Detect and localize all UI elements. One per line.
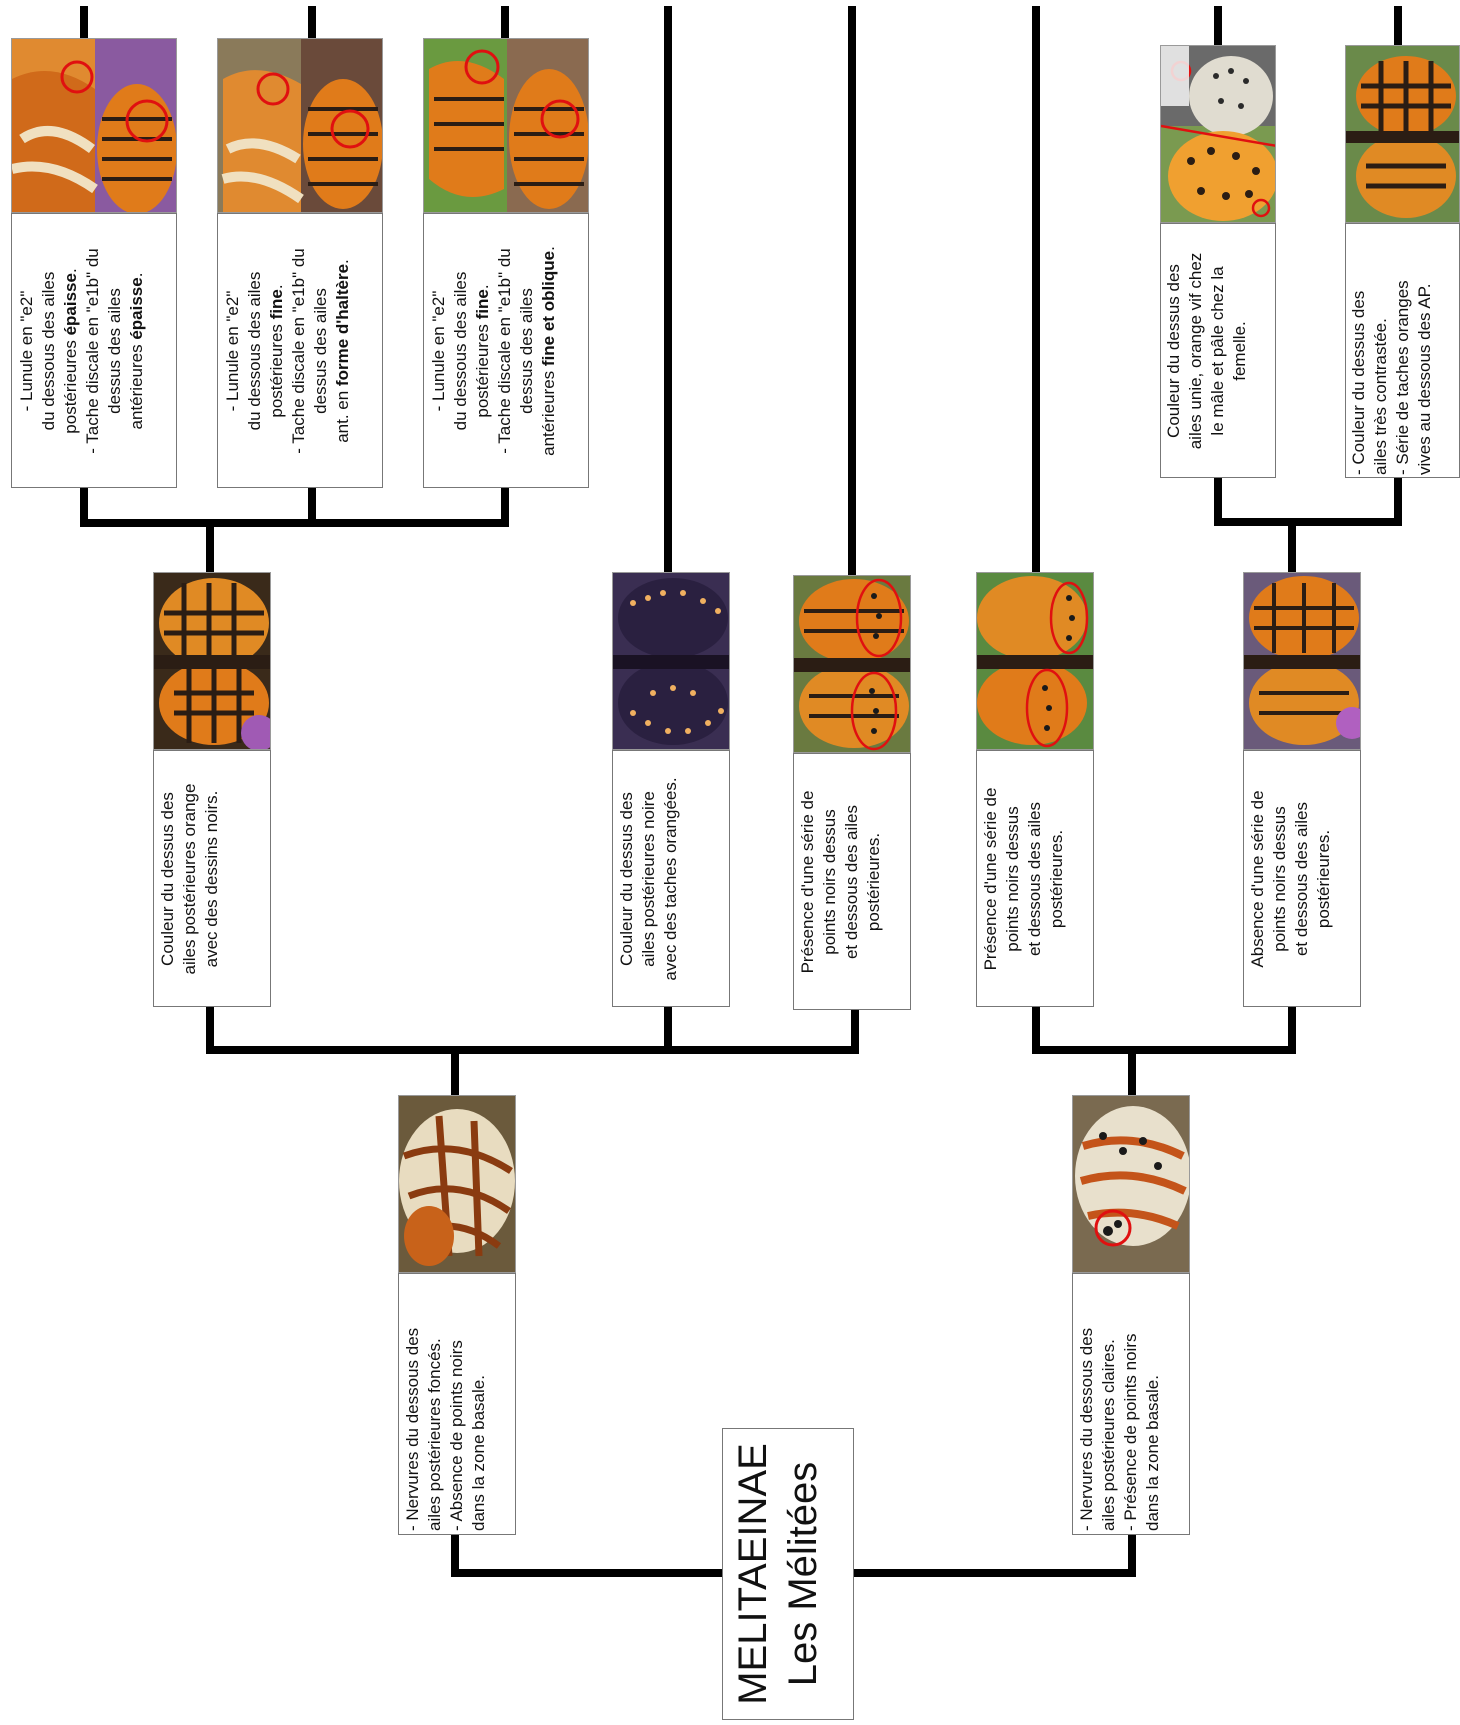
contrasted-wings-box: - Couleur du dessus des ailes très contr… bbox=[1345, 223, 1460, 478]
l3-0-line-3: - Tache discale en "e1b" du bbox=[83, 247, 102, 454]
l3-0-line-4: dessus des ailes bbox=[105, 287, 124, 414]
l3-0-line-2: postérieures épaisse. bbox=[61, 267, 80, 434]
orange-upperside-image bbox=[154, 573, 270, 749]
l3-3-line-0: Couleur du dessus des bbox=[1164, 263, 1183, 438]
lunule-fine-halter-image bbox=[218, 39, 382, 212]
spot-series-photo-2 bbox=[976, 572, 1094, 750]
l3-4-line-3: vives au dessous des AP. bbox=[1414, 282, 1434, 475]
l3-2-line-0: - Lunule en "e2" bbox=[429, 290, 448, 411]
lunule-fine-oblique-box: - Lunule en "e2" du dessous des ailes po… bbox=[423, 213, 589, 488]
male-female-box: Couleur du dessus des ailes unie, orange… bbox=[1160, 223, 1276, 478]
lunule-fine-oblique-image bbox=[424, 39, 588, 212]
lunule-fine-halter-box: - Lunule en "e2" du dessous des ailes po… bbox=[217, 213, 383, 488]
l3-2-line-4: dessus des ailes bbox=[517, 287, 536, 414]
spot-series-box: Présence d'une série de points noirs des… bbox=[793, 753, 911, 1010]
spot-series-image bbox=[794, 576, 910, 752]
dark-upperside-image bbox=[613, 573, 729, 749]
l3-2-line-3: - Tache discale en "e1b" du bbox=[495, 247, 514, 454]
l3-0-line-5: antérieures épaisse. bbox=[127, 272, 146, 429]
l3-1-line-4: dessus des ailes bbox=[311, 287, 330, 414]
l3-1-line-2: postérieures fine. bbox=[267, 283, 286, 418]
contrasted-wings-image bbox=[1346, 46, 1459, 222]
l3-1-line-5: ant. en forme d'haltère. bbox=[333, 258, 352, 443]
lunule-thick-photo bbox=[11, 38, 177, 213]
spot-series-image-2 bbox=[977, 573, 1093, 749]
butterfly-underside-photo bbox=[398, 1095, 516, 1273]
spot-series-photo bbox=[793, 575, 911, 753]
lunule-thick-image bbox=[12, 39, 176, 212]
l3-4-line-0: - Couleur du dessus des bbox=[1348, 290, 1368, 475]
no-spot-series-image bbox=[1244, 573, 1360, 749]
dark-upperside-box: Couleur du dessus des ailes postérieures… bbox=[612, 750, 730, 1007]
orange-upperside-box: Couleur du dessus des ailes postérieures… bbox=[153, 750, 271, 1007]
root-node: MELITAEINAE Les Mélitées bbox=[722, 1428, 854, 1720]
lunule-thick-box: - Lunule en "e2" du dessous des ailes po… bbox=[11, 213, 177, 488]
l3-3-line-3: femelle. bbox=[1230, 320, 1249, 381]
lunule-fine-oblique-photo bbox=[423, 38, 589, 213]
right-branch-box: - Nervures du dessous des ailes postérie… bbox=[1072, 1273, 1190, 1535]
l3-0-line-1: du dessous des ailes bbox=[39, 271, 58, 430]
root-title: MELITAEINAE bbox=[731, 1443, 775, 1705]
l3-0-line-0: - Lunule en "e2" bbox=[17, 290, 36, 411]
lunule-fine-halter-photo bbox=[217, 38, 383, 213]
l3-4-line-1: ailes très contrastée. bbox=[1370, 317, 1390, 475]
l3-3-line-2: le mâle et pâle chez la bbox=[1208, 265, 1227, 436]
root-subtitle: Les Mélitées bbox=[781, 1461, 825, 1687]
l3-1-line-1: du dessous des ailes bbox=[245, 271, 264, 430]
left-branch-box: - Nervures du dessous des ailes postérie… bbox=[398, 1273, 516, 1535]
left-branch-text: - Nervures du dessous des ailes postérie… bbox=[403, 1327, 488, 1531]
no-spot-series-photo bbox=[1243, 572, 1361, 750]
no-spot-series-box: Absence d'une série de points noirs dess… bbox=[1243, 750, 1361, 1007]
orange-upperside-photo bbox=[153, 572, 271, 750]
male-female-image bbox=[1161, 46, 1275, 222]
contrasted-wings-photo bbox=[1345, 45, 1460, 223]
butterfly-underside-circled-photo bbox=[1072, 1095, 1190, 1273]
l3-2-line-1: du dessous des ailes bbox=[451, 271, 470, 430]
l3-1-line-0: - Lunule en "e2" bbox=[223, 290, 242, 411]
butterfly-underside-image bbox=[399, 1096, 515, 1272]
spot-series-box-2: Présence d'une série de points noirs des… bbox=[976, 750, 1094, 1007]
l3-2-line-2: postérieures fine. bbox=[473, 283, 492, 418]
l3-1-line-3: - Tache discale en "e1b" du bbox=[289, 247, 308, 454]
l3-3-line-1: ailes unie, orange vif chez bbox=[1186, 252, 1205, 449]
l3-2-line-5: antérieures fine et oblique. bbox=[539, 245, 558, 456]
butterfly-underside-circled-image bbox=[1073, 1096, 1189, 1272]
dark-upperside-photo bbox=[612, 572, 730, 750]
right-branch-text: - Nervures du dessous des ailes postérie… bbox=[1077, 1327, 1162, 1531]
l3-4-line-2: - Série de taches oranges bbox=[1392, 279, 1412, 475]
male-female-photo bbox=[1160, 45, 1276, 223]
